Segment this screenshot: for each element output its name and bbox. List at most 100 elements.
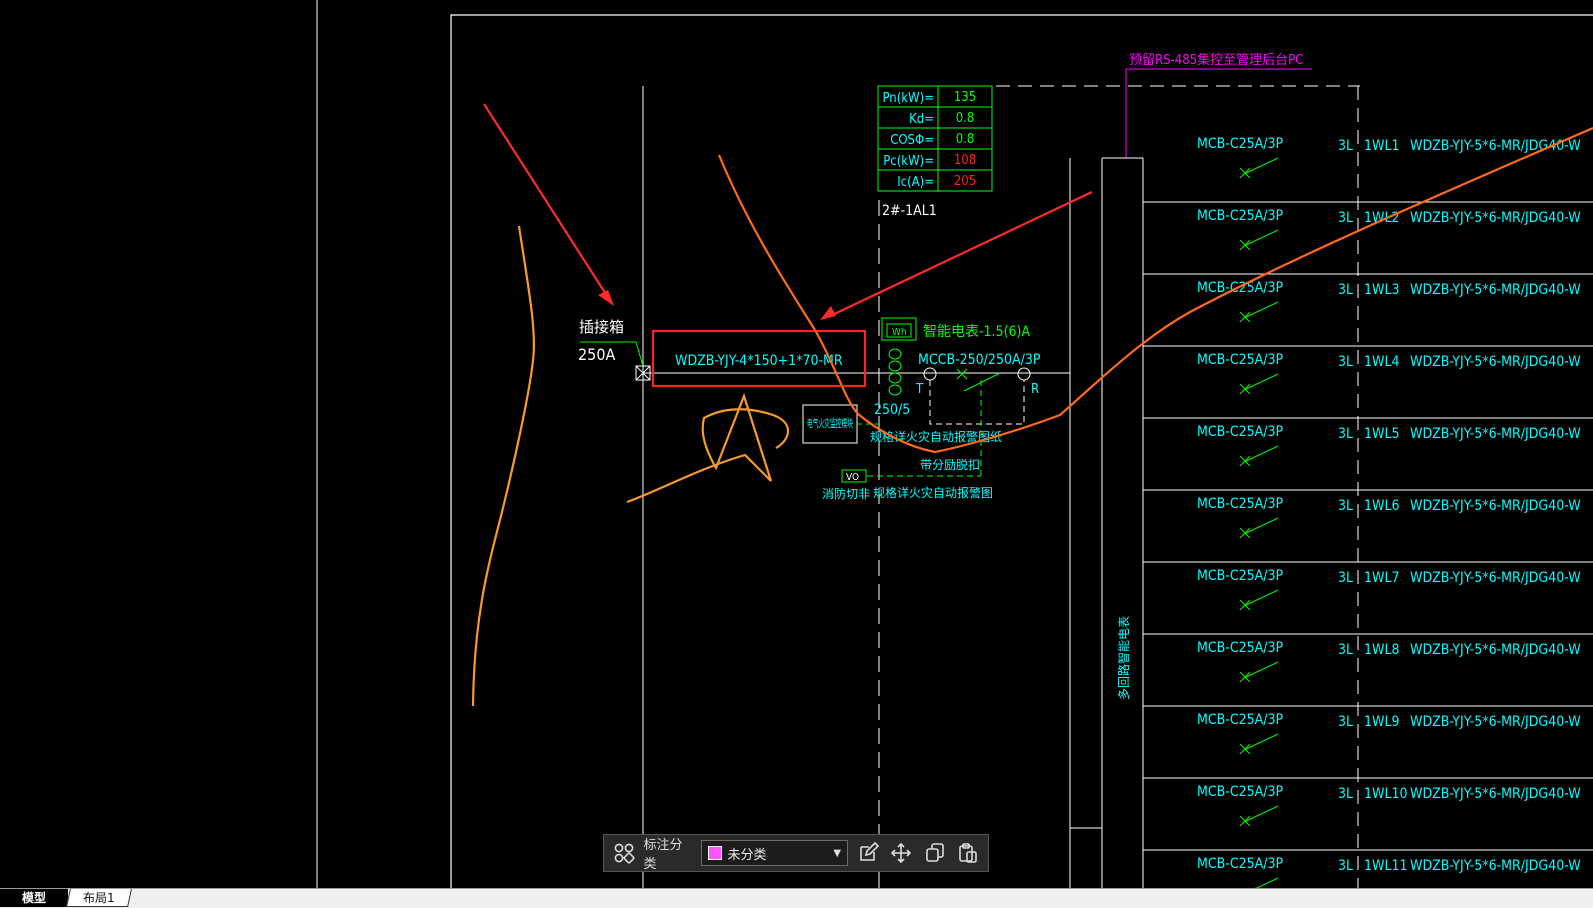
plug-box-leader xyxy=(580,341,644,367)
move-icon[interactable] xyxy=(888,839,915,867)
load-table-label: COSΦ= xyxy=(890,133,934,148)
red-arrow-left xyxy=(483,103,614,306)
feeder-breaker-x2 xyxy=(1239,311,1251,323)
feeder-breaker-x2 xyxy=(1239,527,1251,539)
feeder-phase: 3L xyxy=(1338,786,1353,802)
fire-module-label: 电气火灾监控模块 xyxy=(807,416,853,430)
drawing-frame xyxy=(450,14,1593,888)
load-table-value: 205 xyxy=(954,174,976,189)
layout-tab-bar: 模型 布局1 xyxy=(0,888,1593,908)
tab-model[interactable]: 模型 xyxy=(0,889,68,907)
tab-layout1[interactable]: 布局1 xyxy=(66,889,132,907)
edit-icon[interactable] xyxy=(854,839,881,867)
category-select[interactable]: 未分类 ▼ xyxy=(700,840,849,866)
load-table-label: Ic(A)= xyxy=(897,175,934,190)
load-table-value: 135 xyxy=(954,90,976,105)
feeder-breaker: MCB-C25A/3P xyxy=(1197,424,1284,440)
feeder-circuit: 1WL4 xyxy=(1364,354,1400,370)
feeder-cable: WDZB-YJY-5*6-MR/JDG40-W xyxy=(1410,858,1581,874)
feeder-breaker-contact xyxy=(1243,157,1279,175)
category-label: 标注分类 xyxy=(643,838,683,872)
feeder-breaker: MCB-C25A/3P xyxy=(1197,136,1284,152)
feeder-circuit: 1WL2 xyxy=(1364,210,1400,226)
plug-box-x2 xyxy=(635,365,651,381)
meter-inner xyxy=(886,323,912,338)
load-table-label: Kd= xyxy=(909,112,934,127)
chevron-down-icon: ▼ xyxy=(833,847,842,859)
red-arrow-right xyxy=(820,191,1093,320)
main-breaker-label: MCCB-250/250A/3P xyxy=(918,352,1041,368)
feeder-breaker-x2 xyxy=(1239,455,1251,467)
ct-stack xyxy=(888,348,902,396)
meter-box xyxy=(881,317,917,341)
vo-symbol: VO xyxy=(846,472,859,483)
plug-box-label: 插接箱 xyxy=(579,318,624,336)
feeder-circuit: 1WL8 xyxy=(1364,642,1400,658)
feeder-phase: 3L xyxy=(1338,858,1353,874)
feeder-circuit: 1WL5 xyxy=(1364,426,1400,442)
ct-r-circle xyxy=(1017,367,1031,381)
ct-t-circle xyxy=(923,367,937,381)
ct-ratio: 250/5 xyxy=(874,402,910,418)
feeder-breaker-x2 xyxy=(1239,167,1251,179)
feeder-circuit: 1WL11 xyxy=(1364,858,1408,874)
paste-icon[interactable] xyxy=(955,839,982,867)
feeder-breaker: MCB-C25A/3P xyxy=(1197,352,1284,368)
feeder-cable: WDZB-YJY-5*6-MR/JDG40-W xyxy=(1410,498,1581,514)
note-fire-alarm: 规格详火灾自动报警图纸 xyxy=(870,429,1002,444)
panel-name: 2#-1AL1 xyxy=(882,203,937,219)
ct-dashed-loop xyxy=(929,380,1025,425)
feeder-breaker: MCB-C25A/3P xyxy=(1197,640,1284,656)
feeder-breaker-x2 xyxy=(1239,743,1251,755)
load-table-frame xyxy=(877,85,993,192)
plug-box-symbol xyxy=(635,365,651,381)
feeder-breaker: MCB-C25A/3P xyxy=(1197,784,1284,800)
load-table: Pn(kW)=135Kd=0.8COSΦ=0.8Pc(kW)=108Ic(A)=… xyxy=(877,85,993,192)
feeder-phase: 3L xyxy=(1338,570,1353,586)
feeder-phase: 3L xyxy=(1338,426,1353,442)
rs485-label: 预留RS-485集控至管理后台PC xyxy=(1129,52,1303,68)
feeder-circuit: 1WL1 xyxy=(1364,138,1400,154)
feeder-cable: WDZB-YJY-5*6-MR/JDG40-W xyxy=(1410,786,1581,802)
highlight-box xyxy=(651,329,867,388)
feeder-cable: WDZB-YJY-5*6-MR/JDG40-W xyxy=(1410,570,1581,586)
load-table-label: Pc(kW)= xyxy=(883,154,934,169)
feeder-cable: WDZB-YJY-5*6-MR/JDG40-W xyxy=(1410,642,1581,658)
feeder-breaker-contact xyxy=(1243,733,1279,751)
feeder-breaker-contact xyxy=(1243,589,1279,607)
load-table-label: Pn(kW)= xyxy=(882,91,934,106)
feeder-breaker: MCB-C25A/3P xyxy=(1197,856,1284,872)
ct-t-label: T xyxy=(915,382,924,397)
cad-canvas[interactable]: 预留RS-485集控至管理后台PC Pn(kW)=135Kd=0.8COSΦ=0… xyxy=(0,0,1593,888)
feeder-cable: WDZB-YJY-5*6-MR/JDG40-W xyxy=(1410,282,1581,298)
annotation-toolbar: 标注分类 未分类 ▼ xyxy=(603,834,989,872)
feeder-cable: WDZB-YJY-5*6-MR/JDG40-W xyxy=(1410,426,1581,442)
meter-symbol: Wh xyxy=(892,327,907,338)
apps-grid-icon[interactable] xyxy=(610,839,637,867)
feeder-breaker-x2 xyxy=(1239,599,1251,611)
feeder-phase: 3L xyxy=(1338,714,1353,730)
feeder-cable: WDZB-YJY-5*6-MR/JDG40-W xyxy=(1410,210,1581,226)
feeder-phase: 3L xyxy=(1338,282,1353,298)
feeder-breaker-contact xyxy=(1243,373,1279,391)
feeder-breaker: MCB-C25A/3P xyxy=(1197,568,1284,584)
main-breaker-x2 xyxy=(956,368,968,380)
copy-icon[interactable] xyxy=(921,839,948,867)
feeder-breaker-x2 xyxy=(1239,383,1251,395)
shunt-trip-label: 带分励脱扣 xyxy=(920,457,980,472)
feeder-cable: WDZB-YJY-5*6-MR/JDG40-W xyxy=(1410,714,1581,730)
category-selected-value: 未分类 xyxy=(727,847,767,863)
feeder-breaker-contact xyxy=(1243,517,1279,535)
feeder-phase: 3L xyxy=(1338,138,1353,154)
feeder-breaker-contact xyxy=(1243,661,1279,679)
feeder-breaker-contact xyxy=(1243,229,1279,247)
